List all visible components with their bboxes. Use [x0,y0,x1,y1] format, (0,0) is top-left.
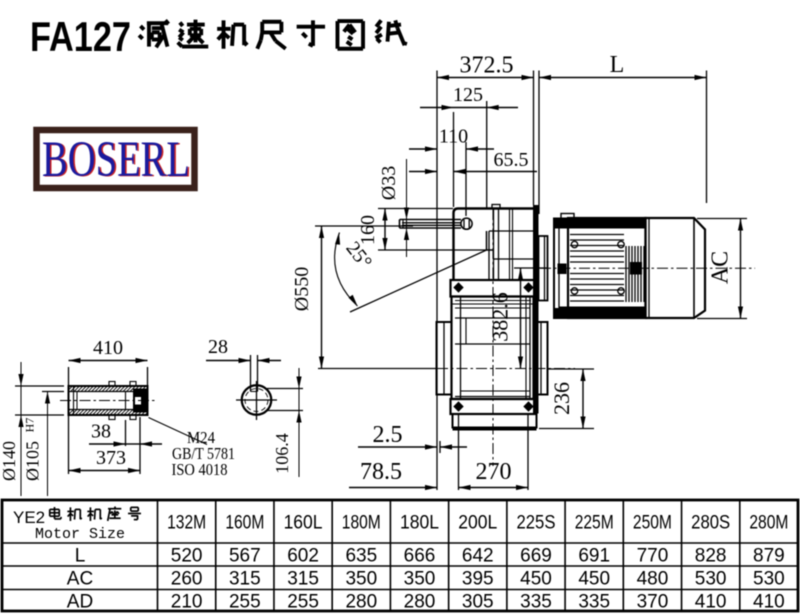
svg-text:280M: 280M [749,513,788,534]
svg-text:65.5: 65.5 [494,149,529,171]
svg-text:225S: 225S [516,513,555,534]
svg-text:236: 236 [549,382,574,415]
svg-text:125: 125 [453,84,483,106]
svg-text:480: 480 [637,569,669,590]
svg-text:FA127: FA127 [30,13,131,60]
svg-text:Motor Size: Motor Size [35,526,125,543]
svg-text:AC: AC [67,569,93,590]
svg-text:210: 210 [171,592,203,613]
svg-text:255: 255 [287,592,319,613]
svg-text:669: 669 [520,546,552,567]
svg-text:38: 38 [91,421,111,443]
svg-text:H7: H7 [23,418,37,433]
svg-text:110: 110 [439,126,468,148]
svg-text:567: 567 [229,546,261,567]
svg-text:YE2: YE2 [13,508,45,527]
svg-text:160L: 160L [284,513,323,534]
svg-text:132M: 132M [167,513,206,534]
svg-text:Ø33: Ø33 [378,166,400,200]
svg-text:691: 691 [578,546,610,567]
svg-text:350: 350 [345,569,377,590]
svg-text:L: L [75,546,86,567]
svg-text:410: 410 [93,337,123,359]
svg-text:2.5: 2.5 [373,422,403,448]
svg-text:373: 373 [96,447,126,469]
svg-text:ISO 4018: ISO 4018 [172,460,228,479]
svg-text:180M: 180M [342,513,381,534]
svg-text:520: 520 [171,546,203,567]
svg-text:370: 370 [637,592,669,613]
svg-text:530: 530 [695,569,727,590]
svg-text:280: 280 [404,592,436,613]
svg-text:78.5: 78.5 [360,459,402,485]
svg-text:180L: 180L [400,513,439,534]
svg-text:305: 305 [462,592,494,613]
svg-text:160M: 160M [225,513,264,534]
svg-text:635: 635 [345,546,377,567]
svg-text:395: 395 [462,569,494,590]
svg-text:280S: 280S [691,513,730,534]
svg-text:372.5: 372.5 [460,53,514,79]
svg-text:280: 280 [345,592,377,613]
svg-text:879: 879 [753,546,785,567]
svg-text:AC: AC [708,251,734,284]
svg-text:200L: 200L [458,513,497,534]
svg-text:410: 410 [753,592,785,613]
svg-text:666: 666 [404,546,436,567]
svg-text:Ø550: Ø550 [291,267,313,311]
svg-text:Ø140: Ø140 [0,441,19,481]
svg-text:770: 770 [637,546,669,567]
svg-text:450: 450 [520,569,552,590]
svg-text:GB/T 5781: GB/T 5781 [172,444,235,463]
svg-text:315: 315 [229,569,261,590]
svg-text:106.4: 106.4 [272,433,292,474]
svg-text:350: 350 [404,569,436,590]
svg-text:410: 410 [695,592,727,613]
svg-text:BOSERL: BOSERL [42,132,190,188]
svg-text:Ø105: Ø105 [23,441,43,481]
svg-text:602: 602 [287,546,319,567]
svg-text:828: 828 [695,546,727,567]
svg-text:260: 260 [171,569,203,590]
svg-text:335: 335 [520,592,552,613]
svg-text:382.6: 382.6 [488,292,513,342]
svg-text:335: 335 [578,592,610,613]
svg-text:250M: 250M [633,513,672,534]
svg-text:270: 270 [476,459,512,485]
svg-text:AD: AD [67,592,93,613]
svg-text:225M: 225M [575,513,614,534]
svg-text:28: 28 [208,336,228,358]
svg-text:530: 530 [753,569,785,590]
svg-text:642: 642 [462,546,494,567]
svg-text:160: 160 [357,215,379,245]
svg-text:BOSERL: BOSERL [44,133,192,189]
svg-text:L: L [610,52,625,78]
svg-text:315: 315 [287,569,319,590]
svg-text:255: 255 [229,592,261,613]
svg-text:M24: M24 [187,428,215,447]
svg-text:450: 450 [578,569,610,590]
